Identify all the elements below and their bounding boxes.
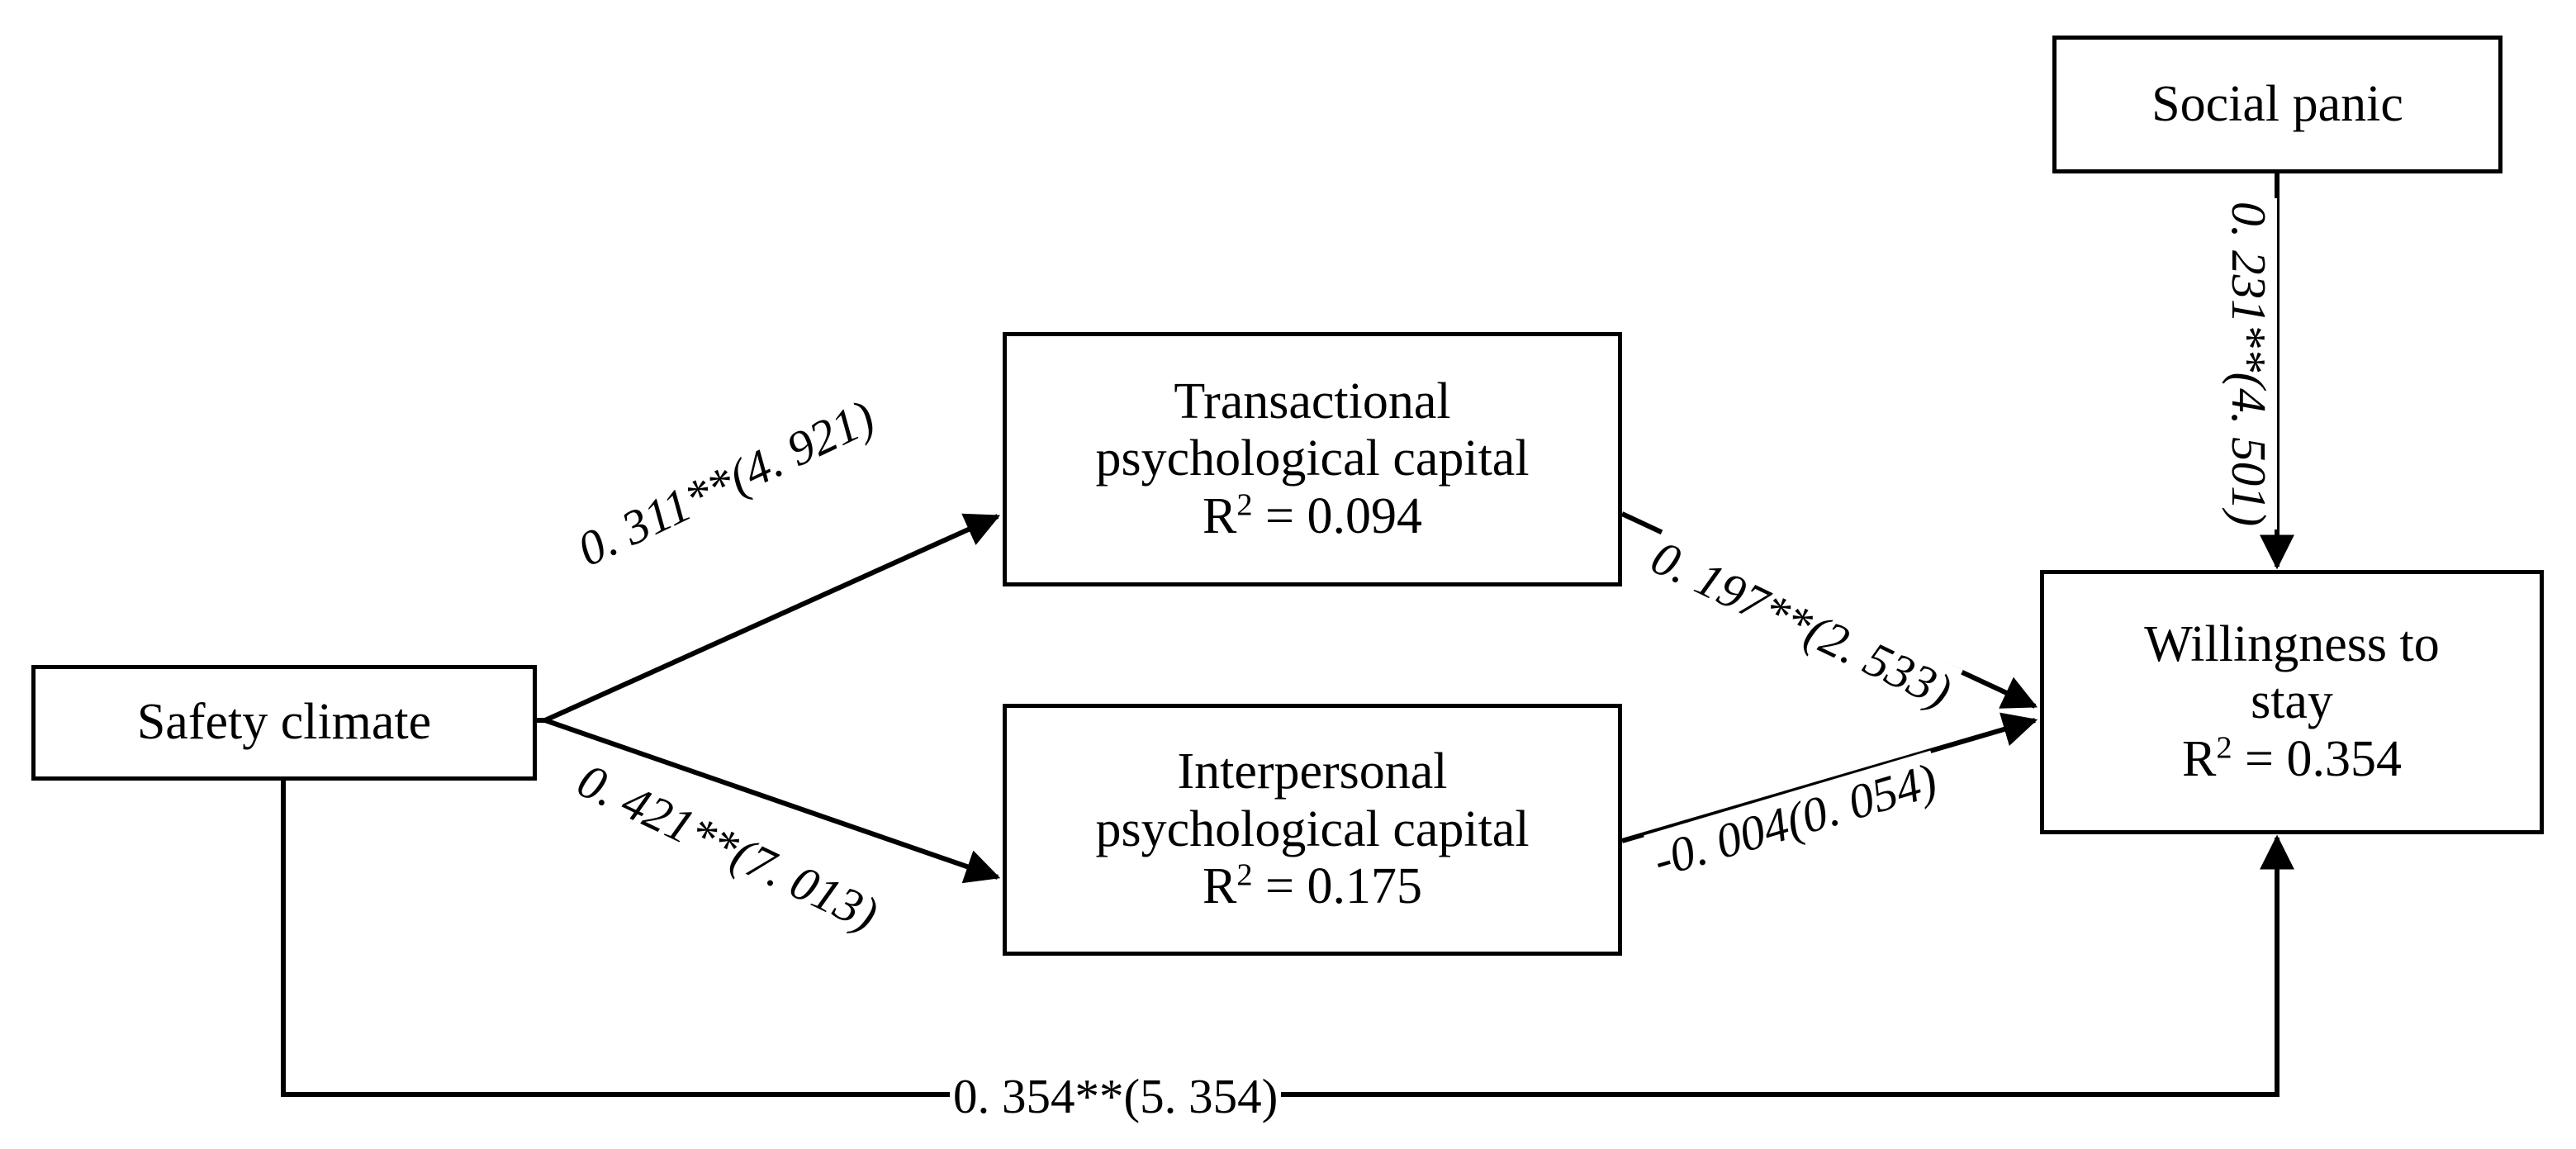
- node-transactional-line1: Transactional: [1174, 373, 1451, 430]
- node-transactional-r2-value: = 0.094: [1265, 487, 1423, 544]
- node-interpersonal-line1: Interpersonal: [1177, 743, 1448, 800]
- node-interpersonal-psychological-capital[interactable]: Interpersonal psychological capital R2 =…: [1003, 704, 1622, 956]
- node-interpersonal-r2-value: = 0.175: [1265, 858, 1423, 915]
- path-line-safety-climate-to-transactional: [543, 513, 1001, 723]
- node-safety-climate[interactable]: Safety climate: [31, 665, 537, 781]
- node-willingness-line1: Willingness to: [2144, 615, 2440, 672]
- node-safety-climate-label: Safety climate: [136, 694, 432, 751]
- node-willingness-r2: R2 = 0.354: [2182, 731, 2402, 788]
- node-willingness-r2-value: = 0.354: [2245, 730, 2403, 787]
- node-interpersonal-r2-prefix: R: [1202, 858, 1237, 915]
- path-label-safety-climate-to-willingness: 0. 354**(5. 354): [950, 1068, 1282, 1125]
- node-transactional-psychological-capital[interactable]: Transactional psychological capital R2 =…: [1003, 332, 1622, 586]
- node-social-panic[interactable]: Social panic: [2052, 36, 2502, 173]
- node-transactional-r2-exponent: 2: [1236, 487, 1253, 523]
- node-interpersonal-r2-exponent: 2: [1236, 857, 1253, 893]
- node-willingness-to-stay[interactable]: Willingness to stay R2 = 0.354: [2040, 570, 2544, 834]
- node-social-panic-label: Social panic: [2151, 75, 2403, 132]
- node-interpersonal-line2: psychological capital: [1095, 800, 1530, 857]
- node-willingness-r2-exponent: 2: [2216, 730, 2232, 766]
- node-transactional-line2: psychological capital: [1095, 430, 1530, 487]
- path-line-safety-climate-to-interpersonal: [544, 718, 1001, 884]
- node-willingness-line2: stay: [2251, 673, 2333, 730]
- node-transactional-r2: R2 = 0.094: [1203, 488, 1422, 545]
- node-interpersonal-r2: R2 = 0.175: [1203, 858, 1422, 915]
- node-willingness-r2-prefix: R: [2181, 730, 2217, 787]
- path-label-social-panic-to-willingness: 0. 231**(4. 501): [2220, 198, 2277, 530]
- node-transactional-r2-prefix: R: [1202, 487, 1237, 544]
